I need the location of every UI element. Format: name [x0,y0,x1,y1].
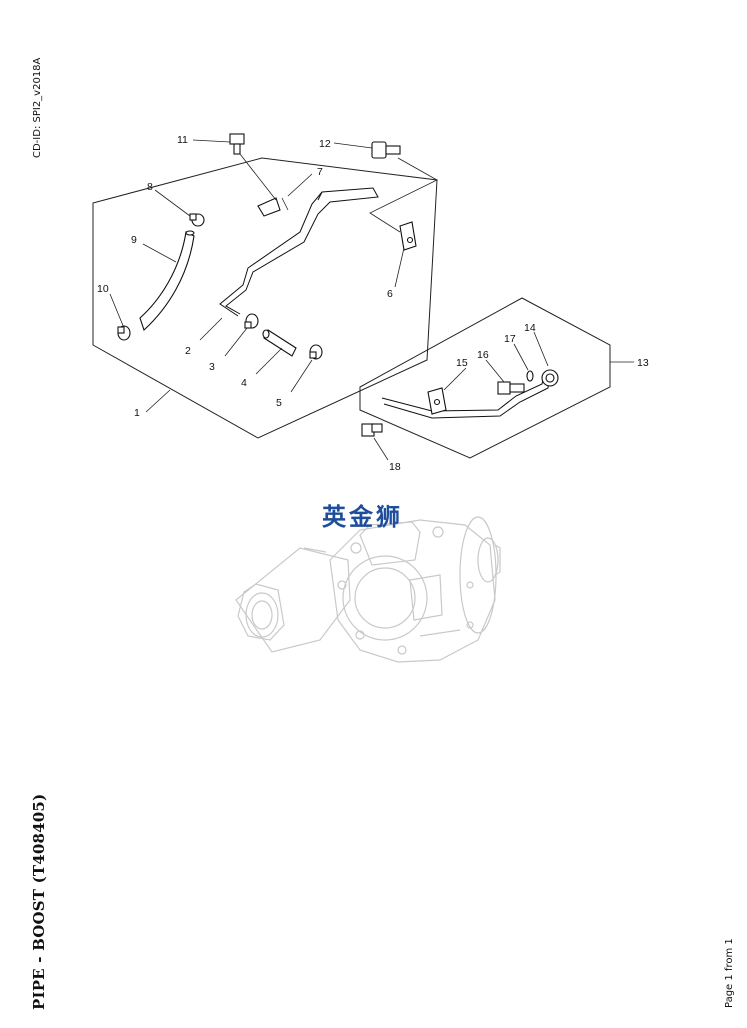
part-11-bolt [229,133,245,155]
part-2-pipe [219,187,379,317]
callout-9: 9 [131,234,137,246]
watermark-text: 英金狮 [322,503,403,531]
callout-1: 1 [134,407,140,419]
callout-18: 18 [389,461,401,473]
callout-labels: 1 2 3 4 5 6 7 8 9 10 11 12 13 14 15 16 1… [97,134,649,473]
callout-6: 6 [387,288,393,300]
callout-12: 12 [319,138,331,150]
callout-16: 16 [477,349,489,361]
part-5-clamp [309,344,323,360]
part-16-banjo-bolt [497,381,525,395]
callout-4: 4 [241,377,247,389]
callout-14: 14 [524,322,536,334]
part-10-clamp [117,325,131,341]
callout-17: 17 [504,333,516,345]
part-15-flange [427,387,447,415]
part-9-hose [139,231,195,331]
callout-7: 7 [317,166,323,178]
part-7-bracket [257,197,289,217]
callout-3: 3 [209,361,215,373]
callout-11: 11 [177,134,188,146]
part-6-bracket [399,221,417,251]
assembly-1-frame [92,157,438,439]
part-8-clamp [189,213,205,227]
callout-13: 13 [637,357,649,369]
part-13-pipe [381,371,551,419]
callout-15: 15 [456,357,468,369]
assembly-13-frame [359,297,611,459]
part-18-bolt [361,423,383,437]
callout-5: 5 [276,397,282,409]
turbocharger-ghost-illustration [235,516,501,663]
part-14-banjo-fitting [541,369,559,387]
part-3-clamp [244,313,259,329]
part-12-bolt [371,141,401,159]
leader-lines [109,139,634,461]
callout-10: 10 [97,283,109,295]
callout-2: 2 [185,345,191,357]
part-17-washer [526,370,534,382]
callout-8: 8 [147,181,153,193]
